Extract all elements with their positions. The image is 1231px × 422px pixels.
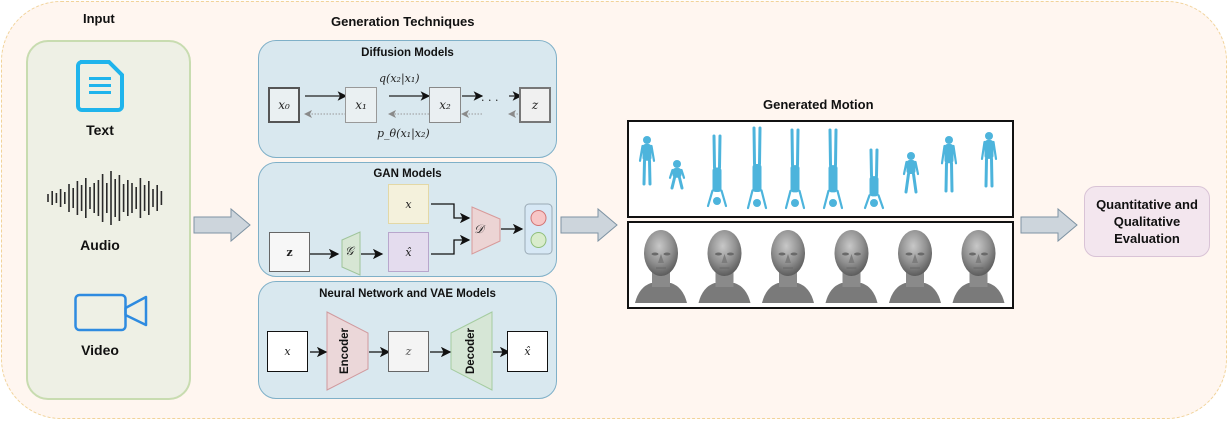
gan-title: GAN Models <box>373 168 442 180</box>
document-icon <box>76 60 124 112</box>
input-title: Input <box>83 11 115 26</box>
motion-title: Generated Motion <box>763 97 874 112</box>
gan-generator: 𝒢 <box>345 244 354 258</box>
video-camera-icon <box>74 293 148 332</box>
body-figure <box>940 136 958 193</box>
body-figure <box>706 134 728 208</box>
body-figure <box>746 126 768 210</box>
body-figure <box>638 136 656 186</box>
input-label-text: Text <box>86 122 114 138</box>
diffusion-title: Diffusion Models <box>361 47 454 59</box>
evaluation-line-2: Qualitative <box>1113 214 1181 229</box>
gan-fake-sample: x̂ <box>388 232 429 272</box>
diffusion-node-z: z <box>519 87 551 123</box>
head-figure <box>762 230 814 303</box>
gan-arrows <box>310 203 553 276</box>
evaluation-box: Quantitative and Qualitative Evaluation <box>1084 186 1210 257</box>
vae-arrows <box>310 311 511 391</box>
waveform-icon <box>47 171 163 225</box>
face-motion-sequence <box>627 221 1014 309</box>
diffusion-node-x1: x₁ <box>345 87 377 123</box>
body-figure <box>668 160 686 190</box>
diffusion-panel: Diffusion Models <box>258 40 557 158</box>
vae-latent: z <box>388 331 429 372</box>
arrow-motion-to-evaluation <box>1020 207 1078 243</box>
arrow-input-to-generation <box>193 207 251 243</box>
head-figure <box>698 230 751 303</box>
vae-title: Neural Network and VAE Models <box>319 288 496 300</box>
head-figures <box>635 230 1005 303</box>
input-label-audio: Audio <box>80 237 120 253</box>
gan-discriminator: 𝒟 <box>474 222 484 236</box>
body-figure <box>863 148 885 210</box>
body-figure <box>902 152 920 194</box>
decoder-label: Decoder <box>465 327 477 375</box>
forward-process-label: q(x₂|x₁) <box>379 72 420 85</box>
diffusion-arrows <box>304 91 523 118</box>
head-figure <box>952 230 1005 303</box>
body-motion-sequence <box>627 120 1014 218</box>
input-label-video: Video <box>81 342 119 358</box>
body-figure <box>980 132 998 188</box>
head-figure <box>889 230 941 303</box>
vae-output: x̂ <box>507 331 548 372</box>
vae-input: x <box>267 331 308 372</box>
input-panel <box>26 40 191 400</box>
head-figure <box>825 230 878 303</box>
gan-real-sample: x <box>388 184 429 224</box>
body-figures <box>638 126 998 210</box>
encoder-label: Encoder <box>339 328 351 375</box>
body-figure <box>822 128 844 210</box>
reverse-process-label: p_θ(x₁|x₂) <box>377 127 430 140</box>
diffusion-node-x2: x₂ <box>429 87 461 123</box>
diffusion-ellipsis: · · · <box>481 94 499 107</box>
evaluation-line-1: Quantitative and <box>1096 197 1198 212</box>
evaluation-line-3: Evaluation <box>1114 231 1180 246</box>
diffusion-node-x0: x₀ <box>268 87 300 123</box>
generation-title: Generation Techniques <box>331 14 475 29</box>
arrow-generation-to-motion <box>560 207 618 243</box>
body-figure <box>784 128 806 210</box>
gan-noise: z <box>269 232 310 272</box>
head-figure <box>635 230 687 303</box>
